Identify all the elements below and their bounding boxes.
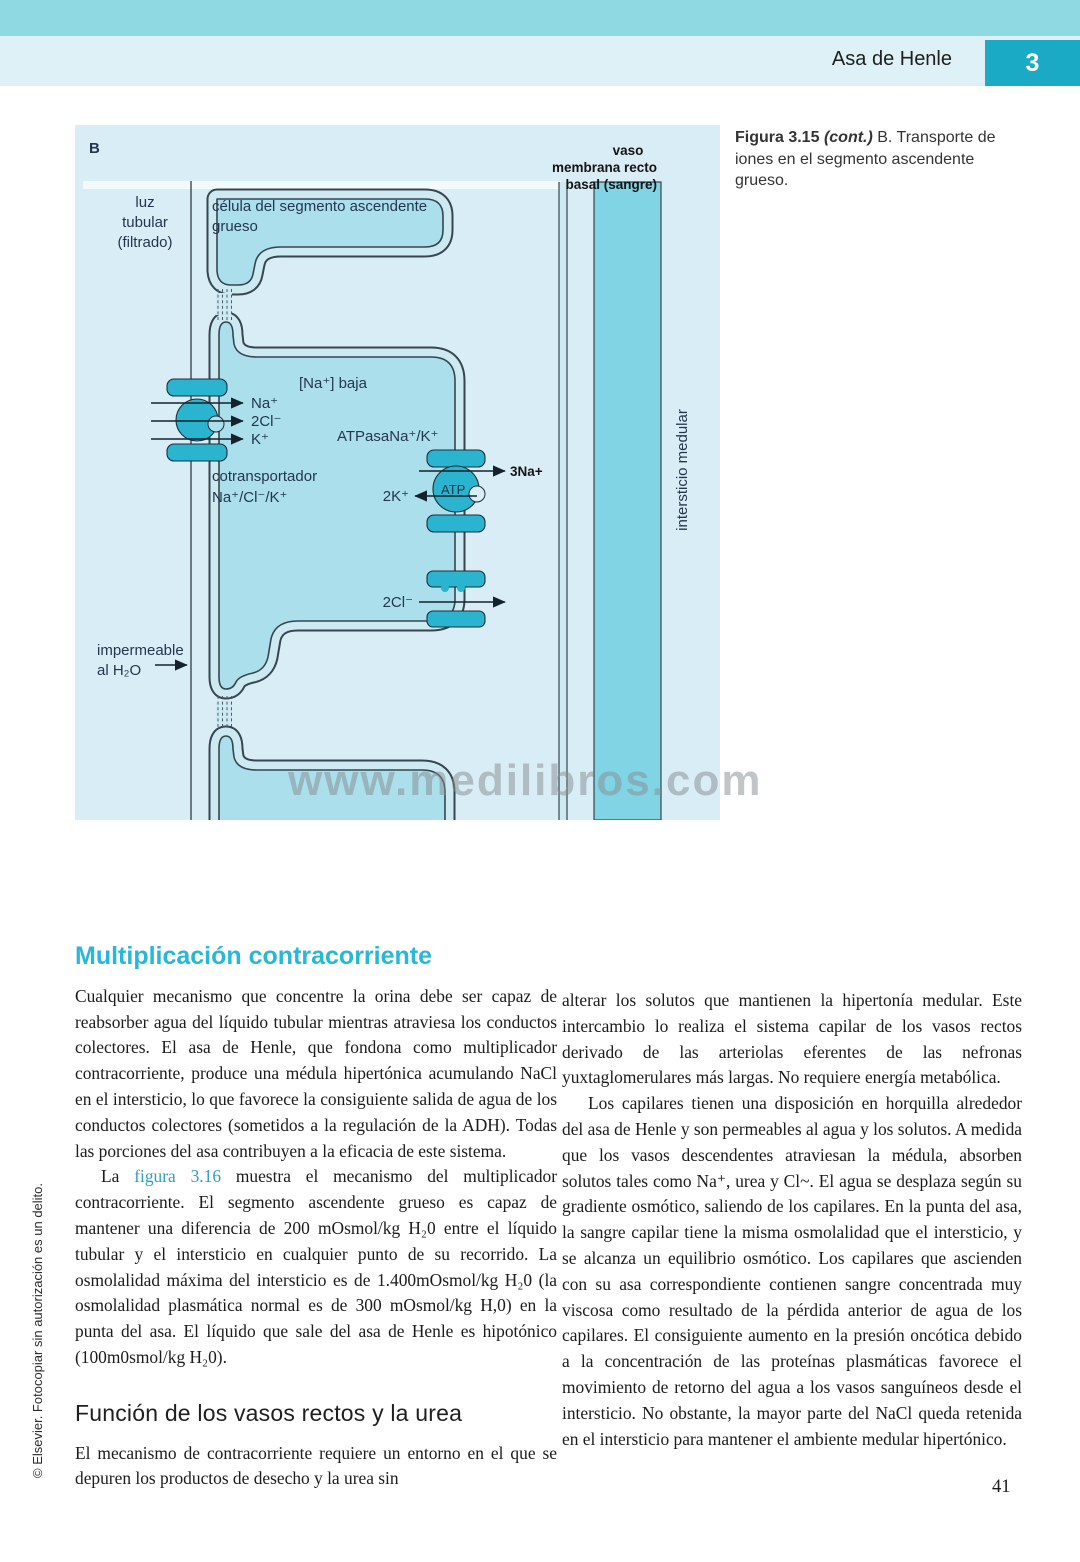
membrana-recto-label: membrana recto: [552, 160, 657, 175]
figure-panel: B: [75, 125, 720, 820]
chloride-channel: [419, 570, 506, 628]
figure-svg: B: [75, 125, 720, 820]
header-sub-band: [0, 36, 1080, 86]
cotransporter-label-1: cotransportador: [212, 468, 317, 485]
section-heading-multiplicacion: Multiplicación contracorriente: [75, 942, 433, 970]
left-column: Multiplicación contracorriente Cualquier…: [75, 942, 557, 1492]
impermeable-label-1: impermeable: [97, 642, 184, 659]
paragraph-4: Los capilares tienen una disposición en …: [562, 1093, 1022, 1449]
section-heading-vasos-rectos: Función de los vasos rectos y la urea: [75, 1399, 463, 1426]
basal-sangre-label: basal (sangre): [565, 177, 657, 192]
chapter-number-box: 3: [985, 40, 1080, 86]
ion-2cl-label: 2Cl⁻: [251, 413, 281, 430]
figure-3-16-link[interactable]: figura 3.16: [134, 1166, 222, 1187]
lumen-label-3: (filtrado): [117, 234, 172, 251]
panel-letter: B: [89, 140, 100, 157]
nkcc-cotransporter: [151, 378, 244, 462]
figure-caption-text: B. Transporte de iones en el segmento as…: [735, 129, 996, 189]
ion-k-label: K⁺: [251, 431, 269, 448]
atpase-label: ATPasaNa⁺/K⁺: [337, 428, 438, 445]
na-k-atpase-pump: [414, 449, 506, 533]
paragraph-3: alterar los solutos que mantienen la hip…: [562, 990, 1022, 1088]
paragraph-2-start: La: [101, 1166, 135, 1187]
page-number: 41: [992, 1477, 1011, 1497]
lumen-label-2: tubular: [122, 214, 168, 231]
ion-na-label: Na⁺: [251, 395, 278, 412]
cotransporter-label-2: Na⁺/Cl⁻/K⁺: [212, 489, 287, 506]
interstitium-label: intersticio medular: [674, 409, 691, 531]
watermark: www.medilibros.com: [288, 756, 763, 805]
vaso-label: vaso: [613, 143, 644, 158]
lumen-label-1: luz: [135, 194, 154, 211]
atp-label: ATP: [441, 482, 465, 497]
cell-name-label-1: célula del segmento ascendente: [212, 198, 427, 215]
k2-label: 2K⁺: [383, 488, 409, 505]
impermeable-label-2: al H₂O: [97, 662, 141, 679]
header-top-band: [0, 0, 1080, 36]
lumen-white-strip: [83, 181, 561, 189]
na-low-label: [Na⁺] baja: [299, 375, 368, 392]
vasa-recta-band: [593, 181, 662, 821]
paragraph-2: La figura 3.16 muestra el mecanismo del …: [75, 1164, 557, 1370]
basal-membrane-fill: [559, 182, 567, 820]
tight-junction-lower: [216, 696, 232, 728]
na3-label: 3Na+: [510, 464, 543, 479]
paragraph-2-rest: muestra el mecanismo del multiplicador c…: [75, 1166, 557, 1367]
figure-caption-cont: (cont.): [823, 129, 873, 146]
paragraph-1: Cualquier mecanismo que concentre la ori…: [75, 985, 557, 1161]
cell-name-label-2: grueso: [212, 218, 258, 235]
figure-caption: Figura 3.15 (cont.) B. Transporte de ion…: [735, 127, 1017, 192]
tight-junction-upper: [216, 289, 232, 321]
chapter-title: Asa de Henle: [831, 48, 952, 70]
paragraph-5: El mecanismo de contracorriente requiere…: [75, 1442, 557, 1489]
copyright-sidebar: © Elsevier. Fotocopiar sin autorización …: [30, 1182, 45, 1478]
chapter-number: 3: [1025, 48, 1040, 77]
right-column: alterar los solutos que mantienen la hip…: [562, 988, 1022, 1452]
cl2-label: 2Cl⁻: [383, 594, 413, 611]
figure-caption-number: Figura 3.15: [735, 129, 820, 146]
